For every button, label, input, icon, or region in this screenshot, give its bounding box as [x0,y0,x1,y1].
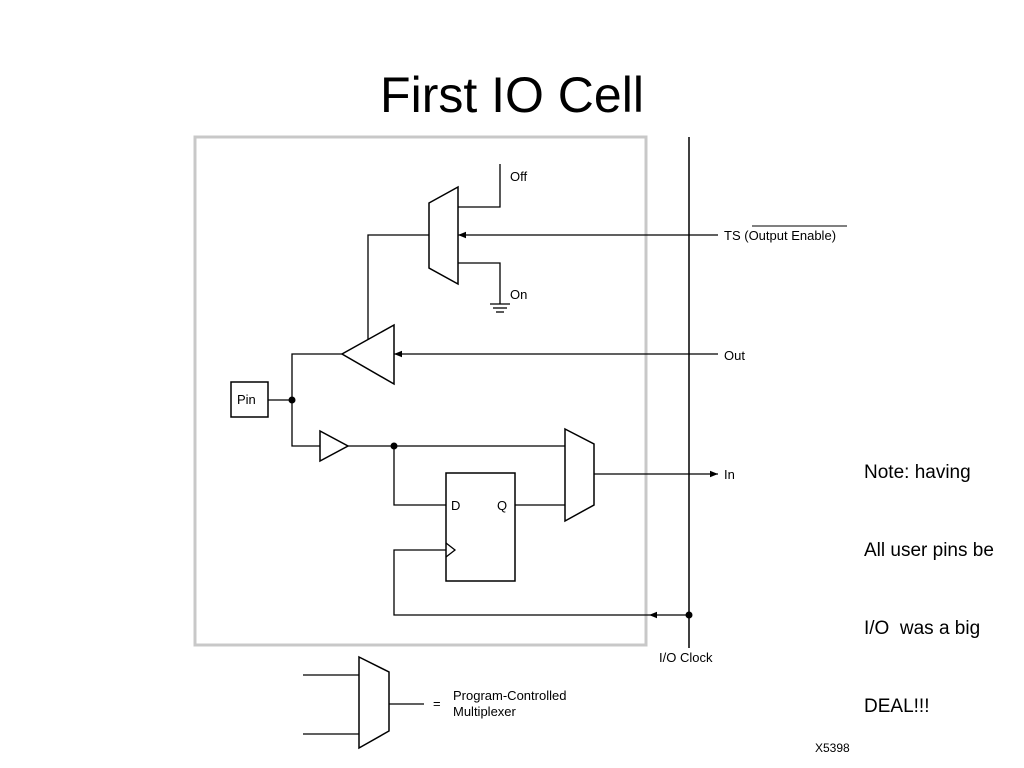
d-input-wire [393,446,446,506]
note-line: All user pins be [864,540,994,561]
legend-line-2: Multiplexer [453,704,517,719]
io-cell-boundary [193,135,648,647]
legend-line-1: Program-Controlled [453,688,566,703]
ts-suffix: ) [832,228,836,243]
enable-wire [367,234,429,340]
pin-box [230,381,269,418]
clock-input-triangle [445,542,457,558]
in-label: In [724,467,735,482]
pin-label: Pin [237,392,256,407]
input-multiplexer [564,427,595,523]
d-label: D [451,498,460,513]
ground-icon [490,303,510,313]
buffer-to-pin-wire [291,353,342,447]
q-label: Q [497,498,507,513]
clock-junction-dot [685,611,693,619]
out-label: Out [724,348,745,363]
output-enable-multiplexer [428,185,459,286]
input-buffer [319,429,350,463]
off-wire [458,164,501,208]
legend-multiplexer [358,655,390,750]
slide-title: First IO Cell [380,67,644,123]
on-label: On [510,287,527,302]
flip-flop [445,472,516,582]
ts-label: TS (Output Enable) [724,228,836,243]
ts-prefix: TS ( [724,228,749,243]
pin-junction-dot [288,396,296,404]
clock-wire [393,549,649,616]
note-line: DEAL!!! [864,696,930,717]
figure-id: X5398 [815,741,850,755]
note-text: Note: having All user pins be I/O was a … [864,408,1024,746]
io-clock-label: I/O Clock [659,650,713,665]
legend-equals: = [433,696,441,711]
output-enable-label: Output Enable [749,228,832,243]
on-wire [458,262,501,304]
note-line: I/O was a big [864,618,981,639]
note-line: Note: having [864,462,971,483]
off-label: Off [510,169,527,184]
